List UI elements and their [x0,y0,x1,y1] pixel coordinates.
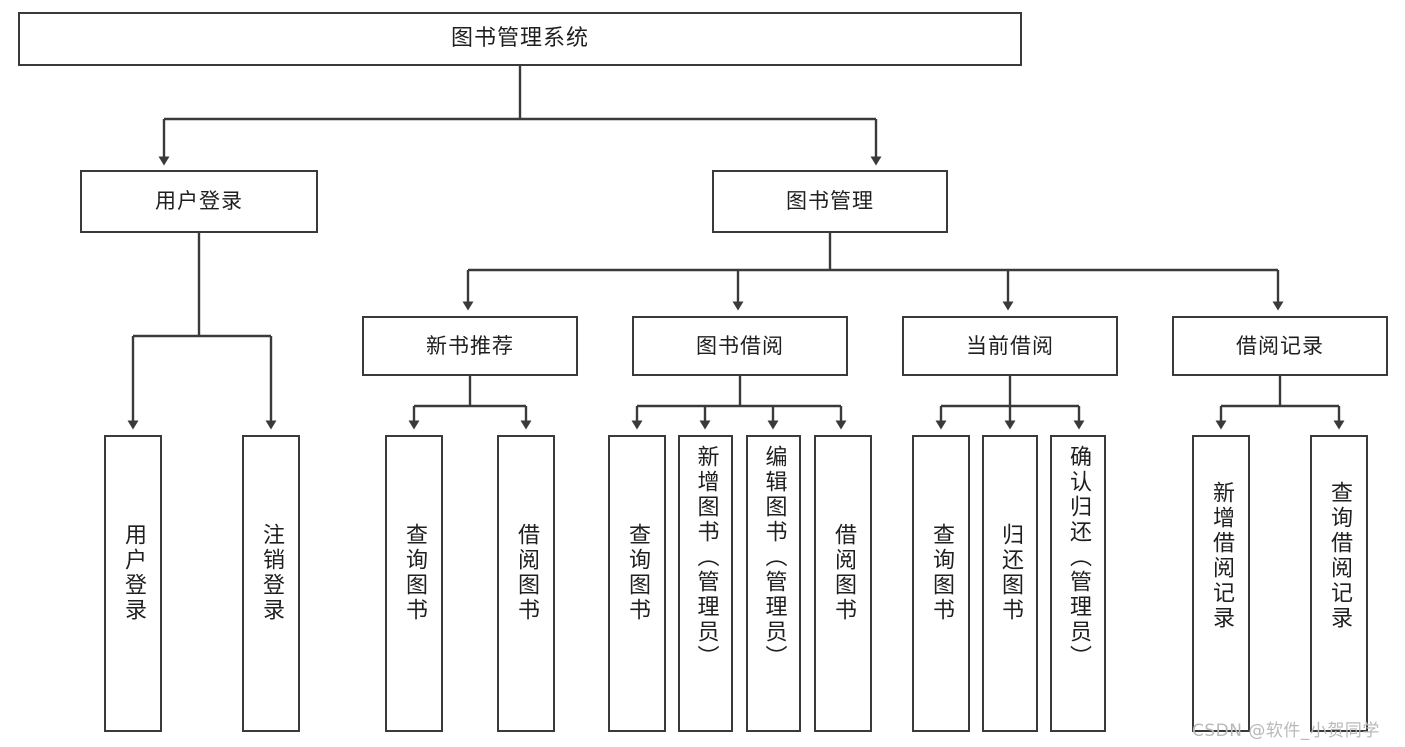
node-current-borrow[interactable]: 当前借阅 [902,316,1118,376]
node-root-system-label: 图书管理系统 [450,26,589,52]
node-new-book-recommend-label: 新书推荐 [426,333,514,358]
leaf-book-borrow-add[interactable]: 新增图书（管理员） [678,435,733,732]
node-user-login-label: 用户登录 [155,189,243,214]
leaf-new-book-borrow[interactable]: 借阅图书 [497,435,555,732]
node-book-management-label: 图书管理 [786,189,874,214]
node-borrow-records-label: 借阅记录 [1236,333,1324,358]
leaf-book-borrow-query-label: 查询图书 [625,523,650,623]
leaf-current-borrow-return-label: 归还图书 [998,523,1023,623]
leaf-current-borrow-confirm[interactable]: 确认归还（管理员） [1050,435,1106,732]
node-new-book-recommend[interactable]: 新书推荐 [362,316,578,376]
leaf-borrow-records-query[interactable]: 查询借阅记录 [1310,435,1368,732]
leaf-new-book-query[interactable]: 查询图书 [385,435,443,732]
leaf-current-borrow-return[interactable]: 归还图书 [982,435,1038,732]
leaf-current-borrow-query-label: 查询图书 [929,523,954,623]
leaf-book-borrow-add-label: 新增图书（管理员） [693,445,719,670]
node-root-system[interactable]: 图书管理系统 [18,12,1022,66]
leaf-new-book-borrow-label: 借阅图书 [514,523,539,623]
leaf-user-login-login-label: 用户登录 [121,523,146,623]
leaf-borrow-records-query-label: 查询借阅记录 [1327,481,1352,631]
node-current-borrow-label: 当前借阅 [966,333,1054,358]
node-book-borrow[interactable]: 图书借阅 [632,316,848,376]
leaf-book-borrow-borrow-label: 借阅图书 [831,523,856,623]
node-user-login[interactable]: 用户登录 [80,170,318,233]
leaf-user-login-logout-label: 注销登录 [259,523,284,623]
leaf-book-borrow-edit[interactable]: 编辑图书（管理员） [746,435,801,732]
leaf-user-login-login[interactable]: 用户登录 [104,435,162,732]
leaf-book-borrow-query[interactable]: 查询图书 [608,435,666,732]
csdn-watermark: CSDN @软件_小贺同学 [1192,721,1380,741]
leaf-new-book-query-label: 查询图书 [402,523,427,623]
leaf-book-borrow-edit-label: 编辑图书（管理员） [761,445,787,670]
leaf-borrow-records-add-label: 新增借阅记录 [1209,481,1234,631]
leaf-borrow-records-add[interactable]: 新增借阅记录 [1192,435,1250,732]
leaf-book-borrow-borrow[interactable]: 借阅图书 [814,435,872,732]
leaf-user-login-logout[interactable]: 注销登录 [242,435,300,732]
node-book-management[interactable]: 图书管理 [712,170,948,233]
node-book-borrow-label: 图书借阅 [696,333,784,358]
node-borrow-records[interactable]: 借阅记录 [1172,316,1388,376]
leaf-current-borrow-confirm-label: 确认归还（管理员） [1066,445,1091,670]
leaf-current-borrow-query[interactable]: 查询图书 [912,435,970,732]
